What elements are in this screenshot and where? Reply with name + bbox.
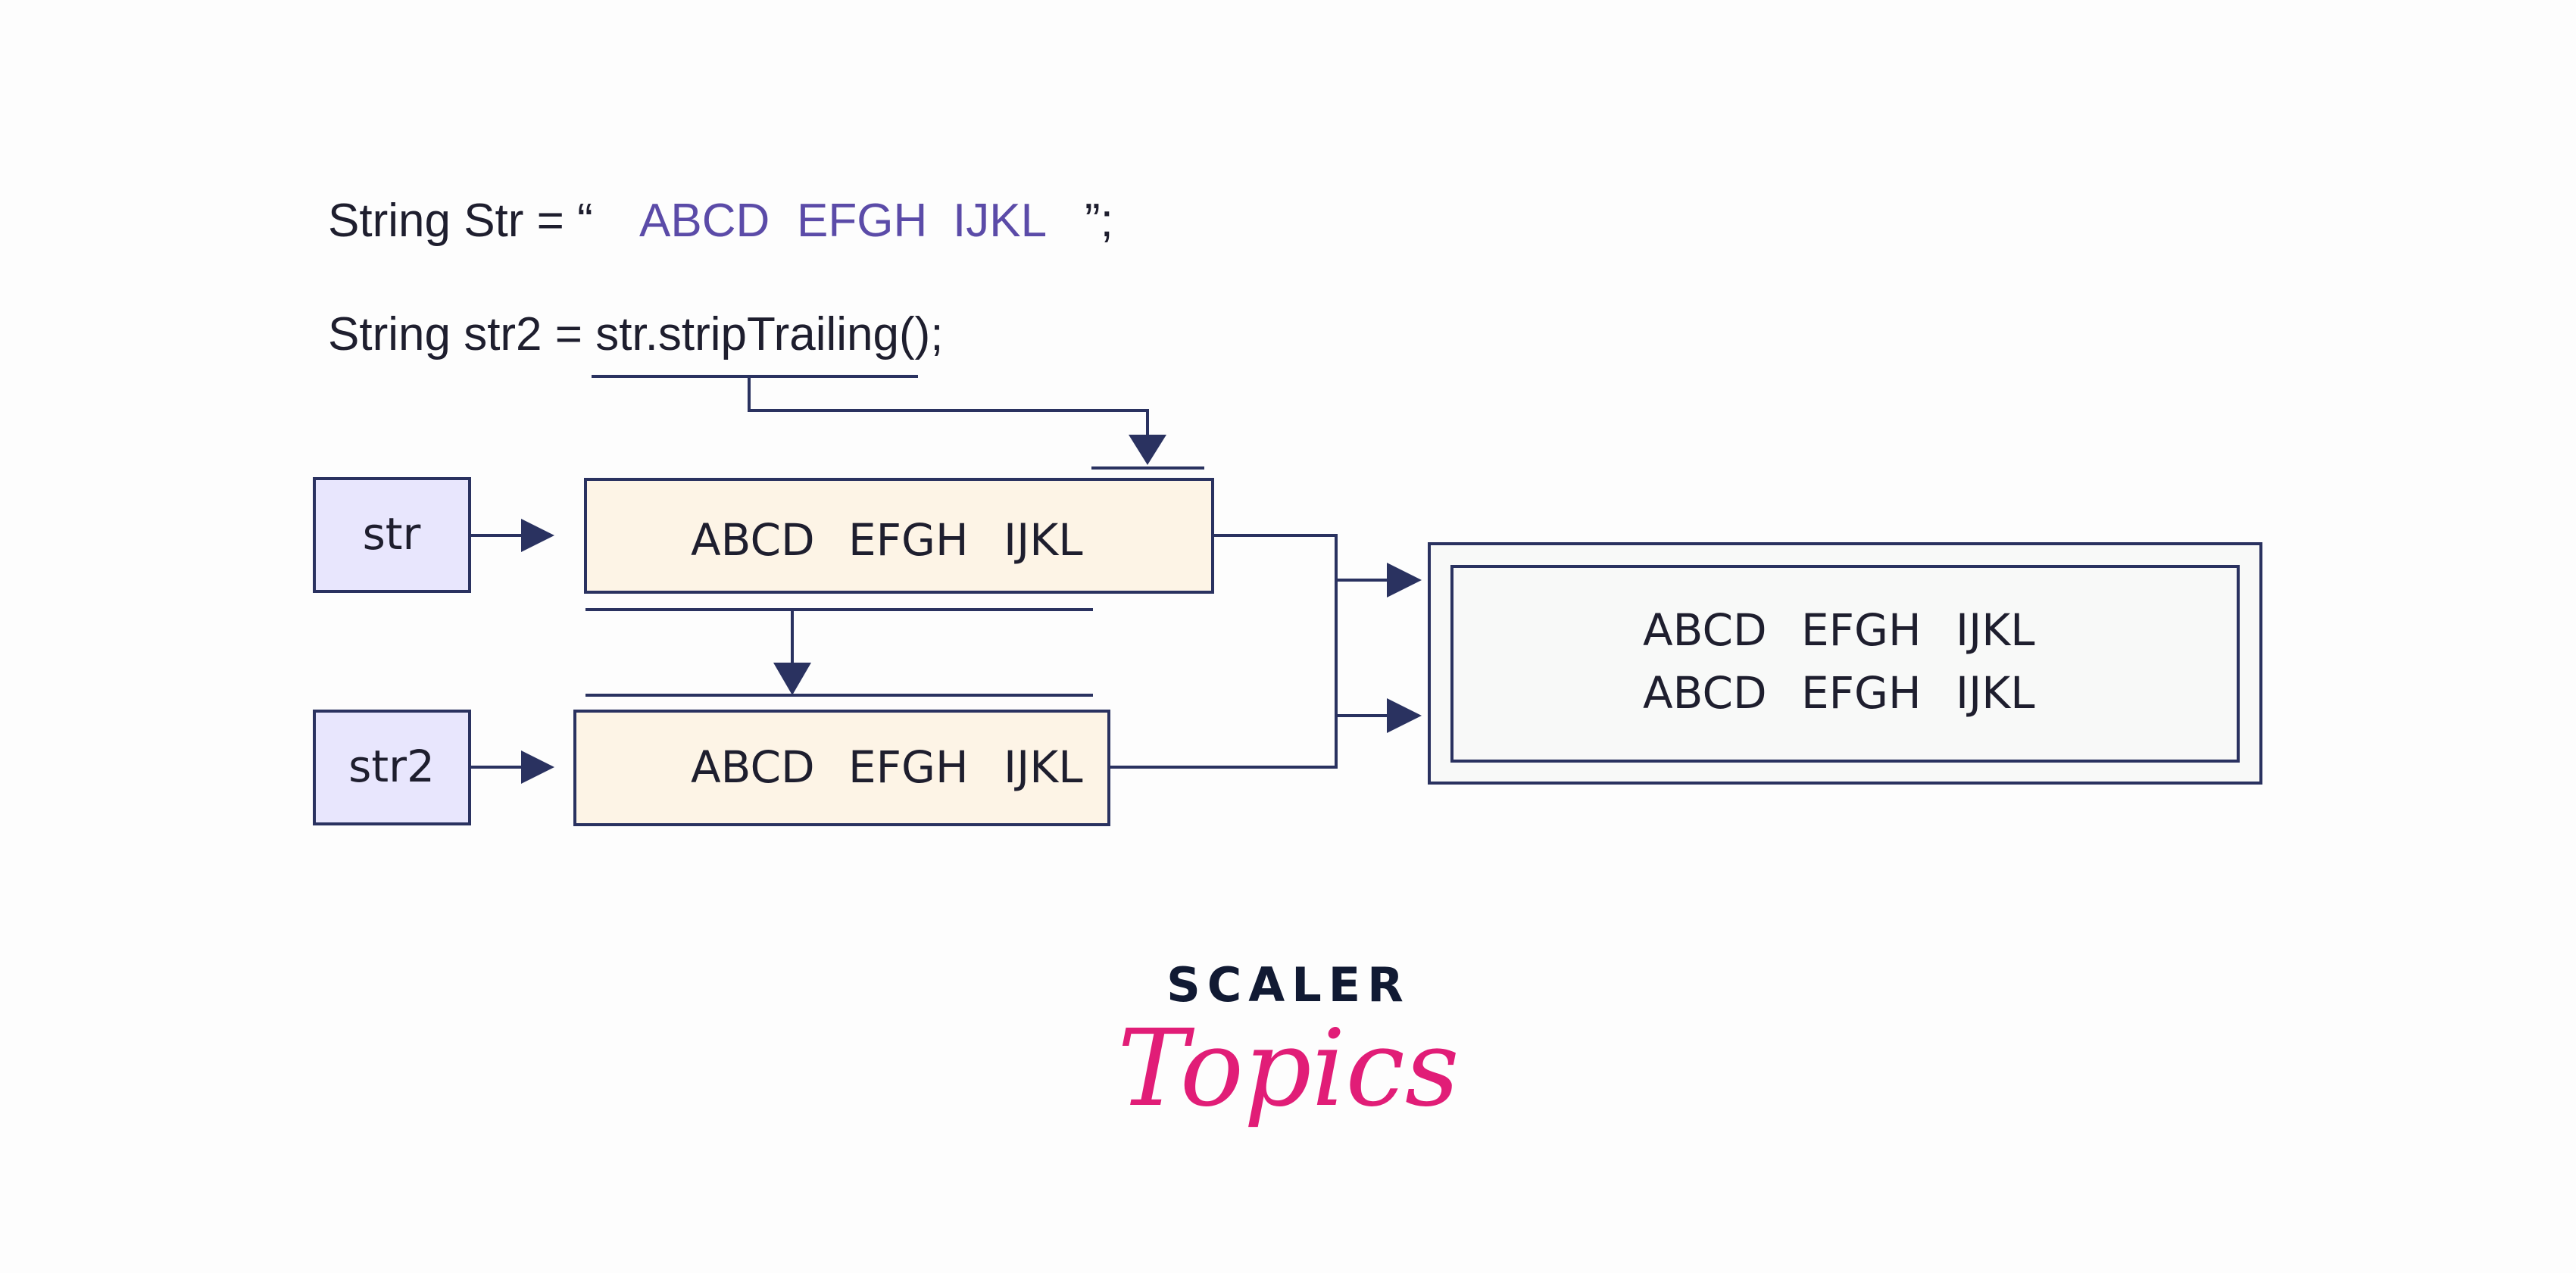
str-arrowhead — [521, 519, 554, 552]
result-inner-box — [1450, 565, 2240, 763]
str2-value-box — [573, 710, 1110, 826]
result-connector-str — [1109, 534, 1338, 769]
str-value-box — [584, 478, 1214, 594]
str-label: str — [363, 508, 421, 560]
method-connector-line — [748, 376, 1149, 435]
code-line-1-word-ijkl: IJKL — [953, 195, 1047, 247]
brand-topics: Topics — [1117, 1007, 1459, 1131]
str2-label: str2 — [348, 741, 435, 792]
result-line-1-ijkl: IJKL — [1956, 604, 2035, 656]
result-line-2-abcd: ABCD — [1643, 667, 1767, 719]
str-value-ijkl: IJKL — [1004, 514, 1083, 566]
str2-arrowhead — [521, 750, 554, 784]
code-line-2: String str2 = str.stripTrailing(); — [328, 308, 944, 360]
code-line-1-word-efgh: EFGH — [797, 195, 927, 247]
result-lower-arrowhead — [1387, 698, 1422, 733]
result-line-1-abcd: ABCD — [1643, 604, 1767, 656]
code-line-1-suffix: ”; — [1085, 195, 1113, 247]
str-value-efgh: EFGH — [848, 514, 969, 566]
str2-value-efgh: EFGH — [848, 741, 969, 793]
brand-scaler: SCALER — [1166, 957, 1410, 1012]
code-line-1-prefix: String Str = “ — [328, 195, 593, 247]
str2-value-ijkl: IJKL — [1004, 741, 1083, 793]
result-line-2-ijkl: IJKL — [1956, 667, 2035, 719]
str-value-abcd: ABCD — [691, 514, 815, 566]
result-line-1-efgh: EFGH — [1801, 604, 1922, 656]
code-line-1-word-abcd: ABCD — [639, 195, 770, 247]
result-line-2-efgh: EFGH — [1801, 667, 1922, 719]
str2-value-abcd: ABCD — [691, 741, 815, 793]
trim-arrowhead — [773, 663, 811, 695]
result-upper-arrowhead — [1387, 563, 1422, 597]
method-arrowhead — [1129, 435, 1166, 465]
